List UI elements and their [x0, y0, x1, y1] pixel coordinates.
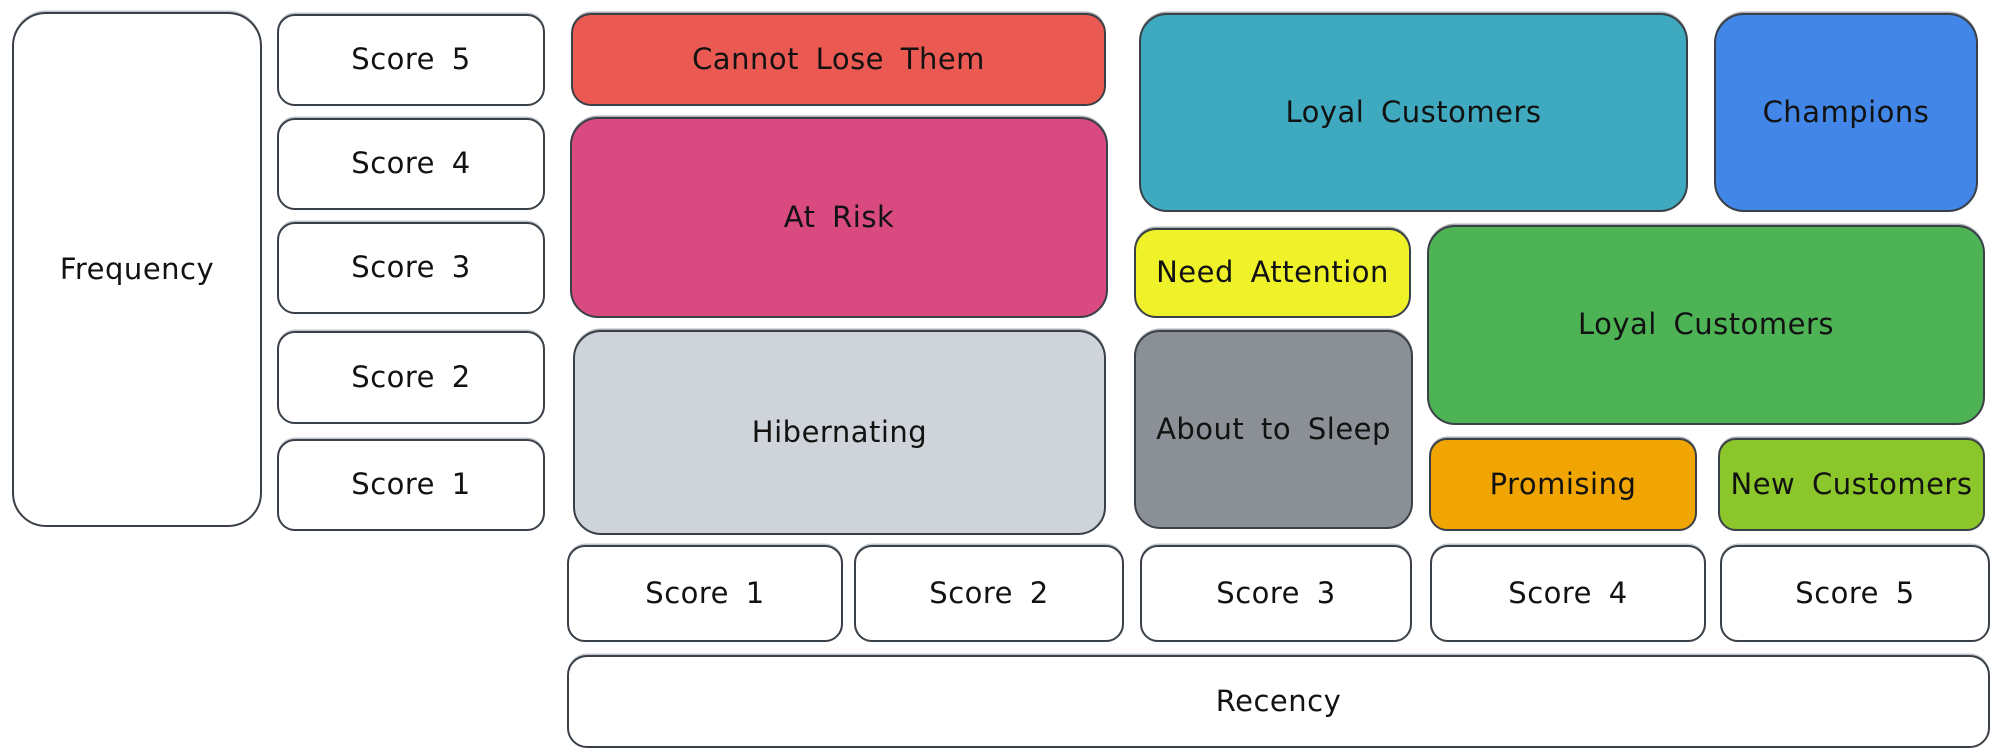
frequency-axis-label: Frequency — [12, 12, 262, 527]
segment-loyal-customers-top: Loyal Customers — [1139, 13, 1688, 212]
recency-score-5: Score 5 — [1720, 545, 1990, 642]
recency-score-1: Score 1 — [567, 545, 843, 642]
segment-about-to-sleep: About to Sleep — [1134, 330, 1413, 529]
frequency-score-5: Score 5 — [277, 14, 545, 106]
segment-promising: Promising — [1429, 438, 1697, 531]
frequency-score-4: Score 4 — [277, 118, 545, 210]
segment-cannot-lose-them: Cannot Lose Them — [571, 13, 1106, 106]
recency-axis-label: Recency — [567, 655, 1990, 748]
segment-loyal-customers-middle: Loyal Customers — [1427, 225, 1985, 425]
frequency-score-2: Score 2 — [277, 331, 545, 424]
segment-new-customers: New Customers — [1718, 438, 1985, 531]
segment-champions: Champions — [1714, 13, 1978, 212]
recency-score-3: Score 3 — [1140, 545, 1412, 642]
segment-hibernating: Hibernating — [573, 330, 1106, 535]
segment-at-risk: At Risk — [570, 117, 1108, 318]
recency-score-2: Score 2 — [854, 545, 1124, 642]
segment-need-attention: Need Attention — [1134, 228, 1411, 318]
frequency-score-1: Score 1 — [277, 439, 545, 531]
recency-score-4: Score 4 — [1430, 545, 1706, 642]
frequency-score-3: Score 3 — [277, 222, 545, 314]
